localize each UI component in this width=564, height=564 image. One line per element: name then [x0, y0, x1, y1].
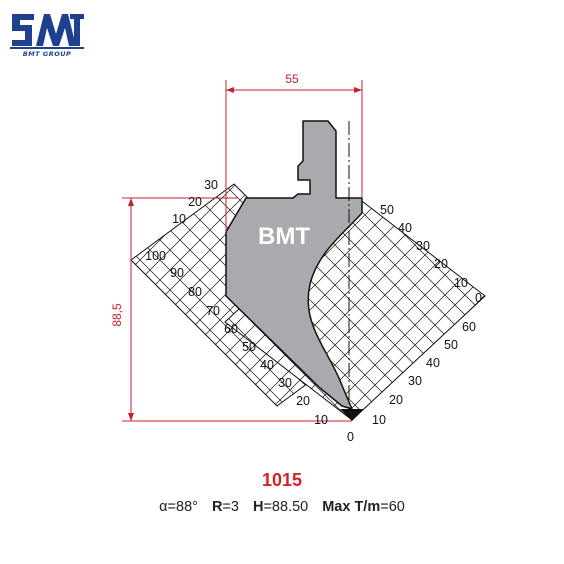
dimension-lines [122, 80, 363, 422]
right-lower-label: 50 [444, 338, 458, 352]
dimension-arrows [128, 87, 362, 421]
alpha-symbol: α [159, 499, 168, 515]
brand-text: BMT GROUP [22, 50, 72, 58]
left-main-label: 80 [188, 285, 202, 299]
right-upper-label: 50 [380, 203, 394, 217]
right-lower-label: 60 [462, 320, 476, 334]
model-number: 1015 [261, 470, 303, 490]
max-load-label: Max T/m [322, 499, 381, 515]
left-upper-label: 10 [172, 212, 186, 226]
left-scale-labels: 30 20 10 100 90 80 70 60 50 40 30 20 10 [145, 178, 328, 427]
left-main-label: 90 [170, 266, 184, 280]
right-lower-label: 10 [372, 413, 386, 427]
left-main-label: 100 [145, 249, 166, 263]
bottom-zero-label: 0 [347, 430, 354, 444]
height-dimension-label: 88,5 [110, 303, 124, 327]
right-lower-label: 20 [389, 393, 403, 407]
left-main-label: 30 [278, 376, 292, 390]
right-lower-label: 30 [408, 374, 422, 388]
right-upper-label: 40 [398, 221, 412, 235]
left-main-label: 50 [242, 340, 256, 354]
bmt-logo-mark [10, 14, 84, 49]
alpha-value: =88° [167, 499, 198, 515]
left-main-label: 70 [206, 304, 220, 318]
left-main-label: 20 [296, 394, 310, 408]
left-main-label: 10 [314, 413, 328, 427]
left-main-label: 40 [260, 358, 274, 372]
punch-tool-body [225, 120, 363, 410]
left-upper-label: 20 [188, 195, 202, 209]
right-upper-label: 10 [454, 276, 468, 290]
height-value: =88.50 [263, 499, 309, 515]
right-upper-label: 0 [475, 291, 482, 305]
left-main-label: 60 [224, 322, 238, 336]
right-lower-label: 40 [426, 356, 440, 370]
left-upper-label: 30 [204, 178, 218, 192]
width-dimension-label: 55 [285, 72, 299, 86]
right-scale-grid [224, 197, 486, 421]
height-label: H [252, 499, 264, 515]
spec-line: α=88° R=3 H=88.50 Max T/m=60 [0, 499, 564, 515]
radius-value: =3 [222, 499, 239, 515]
tool-body-label: BMT [258, 223, 310, 250]
right-upper-label: 20 [434, 257, 448, 271]
max-load-value: =60 [380, 499, 405, 515]
radius-label: R [211, 499, 223, 515]
bmt-logo: BMT GROUP [8, 6, 86, 62]
right-scale-labels: 50 40 30 20 10 0 60 50 40 30 20 10 0 [347, 203, 482, 444]
right-upper-label: 30 [416, 239, 430, 253]
